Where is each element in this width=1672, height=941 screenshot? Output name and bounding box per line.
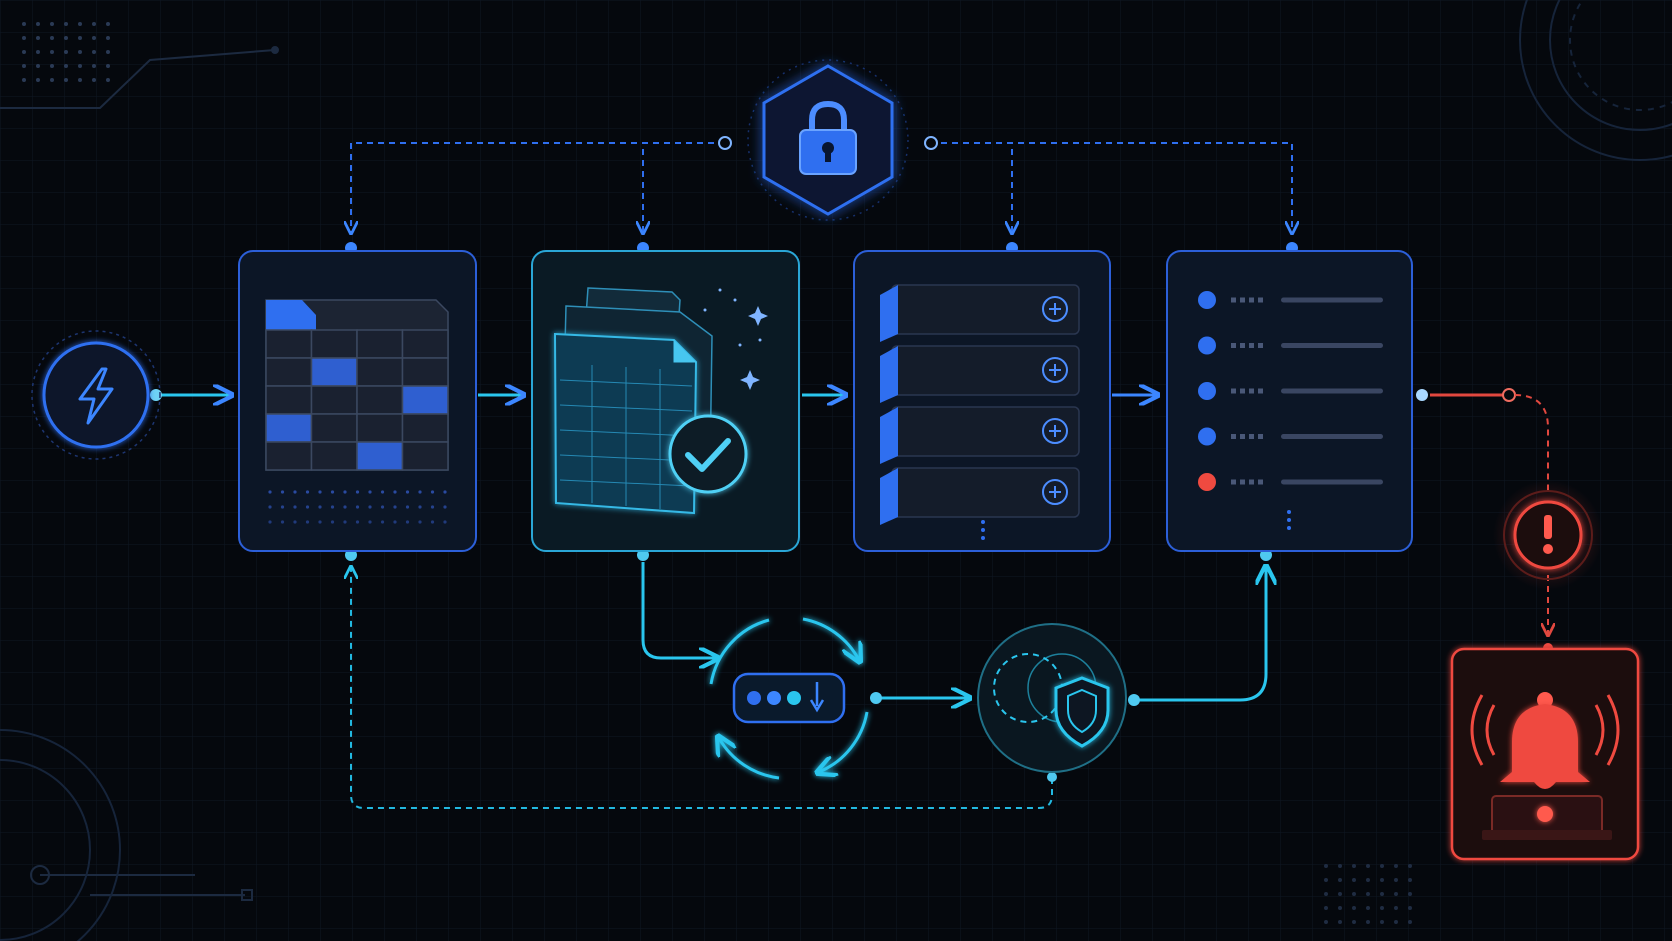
exclamation-icon: [1543, 515, 1553, 554]
password-dots-icon: [747, 682, 825, 713]
sheet-cell: [356, 413, 404, 443]
plus-circle-icon[interactable]: [1042, 357, 1068, 383]
status-ok-dot: [1198, 336, 1216, 355]
sheet-cell: [310, 329, 358, 359]
checklist-row: [1198, 427, 1383, 446]
spreadsheet-icon: [265, 299, 449, 471]
sheet-cell: [356, 329, 404, 359]
validated-spreadsheet-icon: [553, 287, 768, 515]
validated-sheet-node[interactable]: [531, 250, 800, 552]
sheet-cell: [356, 441, 404, 471]
cycle-arrows-icon: [709, 617, 869, 780]
sheet-cell: [265, 385, 313, 415]
decor-dot-matrix-bottom-right: [1324, 864, 1412, 924]
shield-check-node[interactable]: [977, 623, 1127, 773]
stacked-records-icon: [880, 284, 1080, 525]
checklist-row: [1198, 382, 1383, 400]
sheet-cell: [310, 413, 358, 443]
more-vertical-dots-icon: [981, 520, 985, 540]
sheet-cell: [310, 385, 358, 415]
sheet-cell: [356, 385, 404, 415]
lock-hub-node[interactable]: [747, 59, 909, 221]
sheet-cell: [310, 441, 358, 471]
lightning-bolt-icon: [78, 367, 114, 425]
sheet-cell: [401, 441, 449, 471]
checkmark-badge-icon: [668, 414, 748, 494]
record-row: [880, 467, 1080, 525]
sparkle-icon: [703, 288, 768, 390]
status-ok-dot: [1198, 291, 1216, 309]
status-error-dot: [1198, 473, 1216, 491]
sheet-cell: [401, 329, 449, 359]
connector-validation-loop: [351, 562, 1266, 809]
plus-circle-icon[interactable]: [1042, 418, 1068, 444]
sheet-cell: [265, 413, 313, 443]
sheet-cell: [265, 357, 313, 387]
more-vertical-dots-icon: [1287, 510, 1291, 530]
plus-circle-icon[interactable]: [1042, 479, 1068, 505]
alarm-node[interactable]: [1450, 647, 1640, 861]
plus-circle-icon[interactable]: [1042, 296, 1068, 322]
sheet-cell: [401, 357, 449, 387]
warning-node[interactable]: [1493, 480, 1603, 590]
record-row: [880, 406, 1080, 464]
sheet-cell: [401, 385, 449, 415]
trigger-node[interactable]: [31, 330, 161, 460]
connector-to-alert: [1416, 388, 1553, 653]
checklist-row: [1198, 473, 1383, 491]
decor-dot-matrix-top-left: [22, 22, 110, 82]
sheet-cell: [265, 441, 313, 471]
record-stack-node[interactable]: [853, 250, 1111, 552]
checklist-node[interactable]: [1166, 250, 1413, 552]
sheet-cell: [401, 413, 449, 443]
status-ok-dot: [1198, 427, 1216, 446]
status-list-icon: [1198, 291, 1383, 491]
padlock-icon: [799, 100, 857, 175]
sheet-cell: [356, 357, 404, 387]
spreadsheet-dot-rows: [268, 490, 447, 524]
shield-icon: [1054, 676, 1110, 748]
record-row: [880, 345, 1080, 403]
connector-main-flow: [150, 389, 1156, 401]
status-ok-dot: [1198, 382, 1216, 400]
spreadsheet-node[interactable]: [238, 250, 477, 552]
sheet-cell: [265, 329, 313, 359]
record-row: [880, 284, 1080, 342]
sync-cycle-node[interactable]: [709, 617, 869, 780]
alarm-bell-icon: [1470, 692, 1620, 840]
checklist-row: [1198, 291, 1383, 309]
sheet-cell: [310, 357, 358, 387]
connector-lock-to-nodes: [351, 136, 1292, 232]
checklist-row: [1198, 336, 1383, 355]
